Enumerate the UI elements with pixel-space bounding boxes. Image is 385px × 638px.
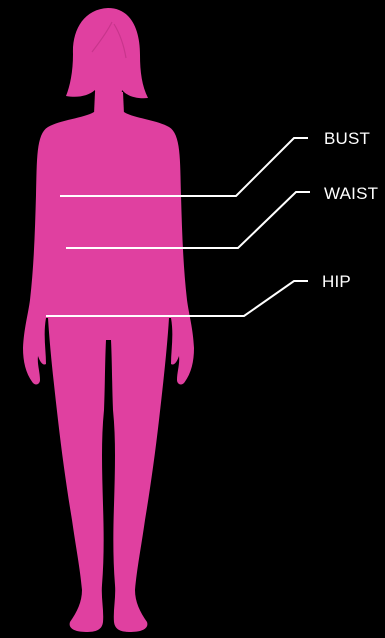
waist-label: WAIST [324,185,378,202]
hip-label: HIP [322,273,351,290]
neck-shape [94,92,124,114]
bust-label: BUST [324,130,370,147]
